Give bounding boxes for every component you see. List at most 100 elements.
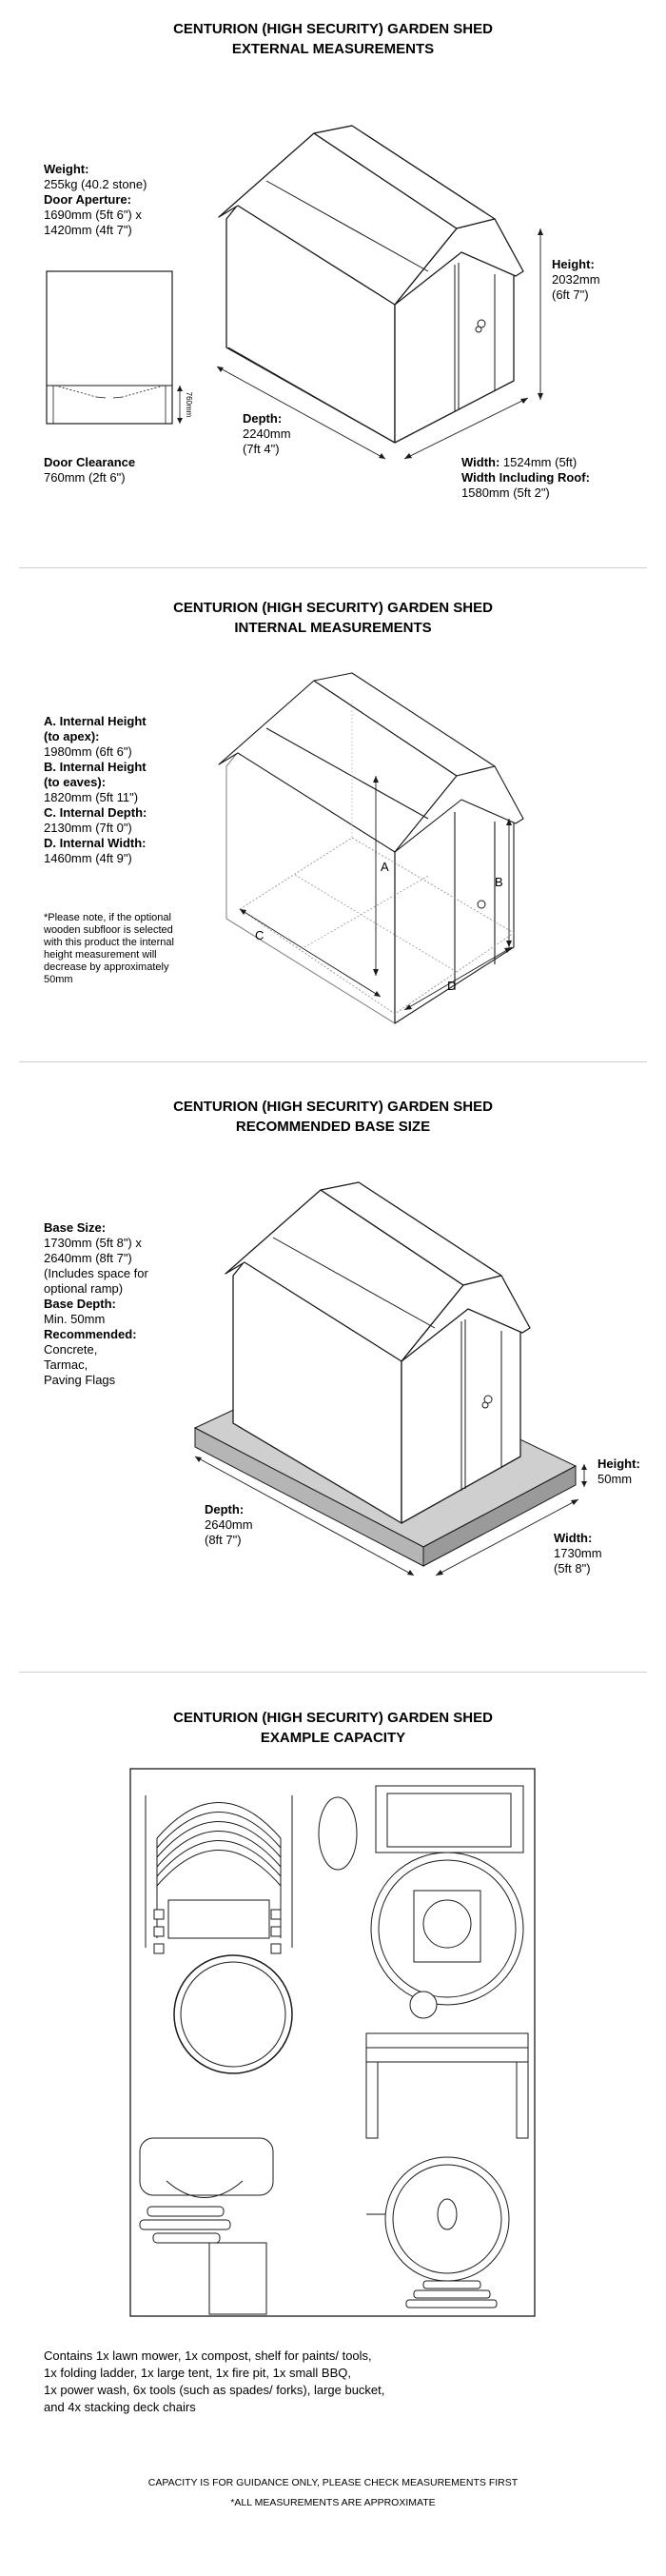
clearance-value: 760mm (2ft 6") — [44, 470, 126, 485]
base-title: CENTURION (HIGH SECURITY) GARDEN SHED RE… — [0, 1097, 666, 1137]
width-block: Width: 1524mm (5ft) Width Including Roof… — [461, 455, 590, 501]
door-clearance-diagram: 760mm — [46, 270, 193, 425]
recommended-value: Paving Flags — [44, 1373, 116, 1387]
aperture-value-1: 1690mm (5ft 6") x — [44, 208, 142, 222]
capacity-description-line: 1x power wash, 6x tools (such as spades/… — [44, 2383, 385, 2397]
lawn-mower-icon — [365, 1785, 529, 2139]
height-block: Height: 2032mm (6ft 7") — [552, 257, 600, 303]
recommended-value: Concrete, — [44, 1342, 98, 1357]
note-line: *Please note, if the optional — [44, 912, 171, 923]
capacity-description-line: and 4x stacking deck chairs — [44, 2400, 196, 2414]
c-value: 2130mm (7ft 0") — [44, 821, 132, 835]
d-label: D. Internal Width: — [44, 836, 147, 850]
capacity-title-line1: CENTURION (HIGH SECURITY) GARDEN SHED — [173, 1710, 493, 1726]
height-value-2: (6ft 7") — [552, 287, 589, 302]
divider-1 — [19, 567, 647, 568]
b-label-2: (to eaves): — [44, 775, 107, 789]
base-size-value: optional ramp) — [44, 1281, 124, 1296]
base-height-block: Height: 50mm — [597, 1456, 640, 1487]
base-size-value: 2640mm (8ft 7") — [44, 1251, 132, 1265]
depth-block: Depth: 2240mm (7ft 4") — [243, 411, 291, 457]
note-line: with this product the internal — [44, 937, 174, 948]
external-title-line1: CENTURION (HIGH SECURITY) GARDEN SHED — [173, 21, 493, 37]
capacity-description: Contains 1x lawn mower, 1x compost, shel… — [44, 2348, 384, 2416]
base-width-label: Width: — [554, 1531, 593, 1545]
note-line: decrease by approximately — [44, 961, 169, 973]
stacked-tools-icon — [153, 1909, 282, 1954]
aperture-label: Door Aperture: — [44, 192, 131, 207]
internal-shed-drawing: A B C D — [218, 672, 524, 1024]
weight-value: 255kg (40.2 stone) — [44, 177, 147, 191]
clearance-dim-label: 760mm — [185, 392, 193, 418]
a-label-2: (to apex): — [44, 729, 100, 743]
clearance-block: Door Clearance 760mm (2ft 6") — [44, 455, 135, 485]
internal-title-line2: INTERNAL MEASUREMENTS — [234, 620, 432, 636]
internal-note: *Please note, if the optional wooden sub… — [44, 912, 174, 986]
capacity-title: CENTURION (HIGH SECURITY) GARDEN SHED EX… — [0, 1708, 666, 1748]
depth-label: Depth: — [243, 411, 283, 426]
tent-bag-icon — [318, 1796, 358, 1871]
base-width-block: Width: 1730mm (5ft 8") — [554, 1531, 602, 1576]
internal-title-line1: CENTURION (HIGH SECURITY) GARDEN SHED — [173, 600, 493, 616]
deck-chairs-icon — [145, 1795, 293, 1948]
base-size-block: Base Size: 1730mm (5ft 8") x 2640mm (8ft… — [44, 1220, 148, 1388]
base-size-label: Base Size: — [44, 1220, 107, 1235]
mark-d: D — [447, 979, 456, 993]
roof-label: Width Including Roof: — [461, 470, 590, 485]
width-value: 1524mm (5ft) — [500, 455, 578, 469]
d-value: 1460mm (4ft 9") — [44, 851, 132, 865]
height-value-1: 2032mm — [552, 272, 600, 287]
base-title-line1: CENTURION (HIGH SECURITY) GARDEN SHED — [173, 1099, 493, 1115]
height-label: Height: — [552, 257, 595, 271]
base-size-value: 1730mm (5ft 8") x — [44, 1236, 142, 1250]
width-label: Width: — [461, 455, 500, 469]
mark-c: C — [255, 928, 264, 942]
base-height-value: 50mm — [597, 1472, 633, 1486]
base-size-value: (Includes space for — [44, 1266, 148, 1280]
note-line: 50mm — [44, 974, 73, 985]
fire-pit-icon — [173, 1954, 293, 2074]
b-value: 1820mm (5ft 11") — [44, 790, 139, 804]
external-shed-drawing — [216, 125, 543, 460]
power-wash-icon — [208, 2242, 267, 2315]
depth-value-2: (7ft 4") — [243, 442, 280, 456]
capacity-description-line: 1x folding ladder, 1x large tent, 1x fir… — [44, 2366, 351, 2380]
base-height-label: Height: — [597, 1456, 640, 1471]
divider-3 — [19, 1672, 647, 1673]
footer-approx: *ALL MEASUREMENTS ARE APPROXIMATE — [230, 2497, 436, 2508]
note-line: wooden subfloor is selected — [44, 924, 173, 936]
internal-title: CENTURION (HIGH SECURITY) GARDEN SHED IN… — [0, 598, 666, 638]
note-line: height measurement will — [44, 949, 157, 961]
mark-a: A — [381, 860, 389, 874]
external-title: CENTURION (HIGH SECURITY) GARDEN SHED EX… — [0, 19, 666, 59]
recommended-value: Tarmac, — [44, 1357, 88, 1372]
base-width-value-1: 1730mm — [554, 1546, 602, 1560]
base-depth-dim-block: Depth: 2640mm (8ft 7") — [205, 1502, 253, 1548]
divider-2 — [19, 1061, 647, 1062]
aperture-value-2: 1420mm (4ft 7") — [44, 223, 132, 237]
weight-block: Weight: 255kg (40.2 stone) Door Aperture… — [44, 162, 147, 238]
base-depth-dim-value-1: 2640mm — [205, 1517, 253, 1532]
bucket-icon — [139, 2137, 274, 2198]
base-depth-label: Base Depth: — [44, 1297, 116, 1311]
pavers-stack-icon — [139, 2206, 498, 2308]
b-label: B. Internal Height — [44, 760, 147, 774]
a-value: 1980mm (6ft 6") — [44, 744, 132, 759]
c-label: C. Internal Depth: — [44, 805, 147, 820]
base-title-line2: RECOMMENDED BASE SIZE — [235, 1119, 431, 1135]
clearance-label: Door Clearance — [44, 455, 136, 469]
weight-label: Weight: — [44, 162, 89, 176]
base-depth-dim-label: Depth: — [205, 1502, 245, 1516]
base-shed-drawing — [193, 1181, 587, 1576]
bbq-icon — [366, 2156, 510, 2282]
capacity-title-line2: EXAMPLE CAPACITY — [260, 1730, 406, 1746]
internal-measure-block: A. Internal Height (to apex): 1980mm (6f… — [44, 714, 147, 866]
recommended-label: Recommended: — [44, 1327, 137, 1341]
capacity-floorplan — [129, 1768, 536, 2317]
roof-value: 1580mm (5ft 2") — [461, 485, 550, 500]
capacity-description-line: Contains 1x lawn mower, 1x compost, shel… — [44, 2348, 372, 2363]
a-label: A. Internal Height — [44, 714, 147, 728]
depth-value-1: 2240mm — [243, 426, 291, 441]
footer-guidance: CAPACITY IS FOR GUIDANCE ONLY, PLEASE CH… — [147, 2477, 519, 2488]
external-title-line2: EXTERNAL MEASUREMENTS — [231, 41, 435, 57]
